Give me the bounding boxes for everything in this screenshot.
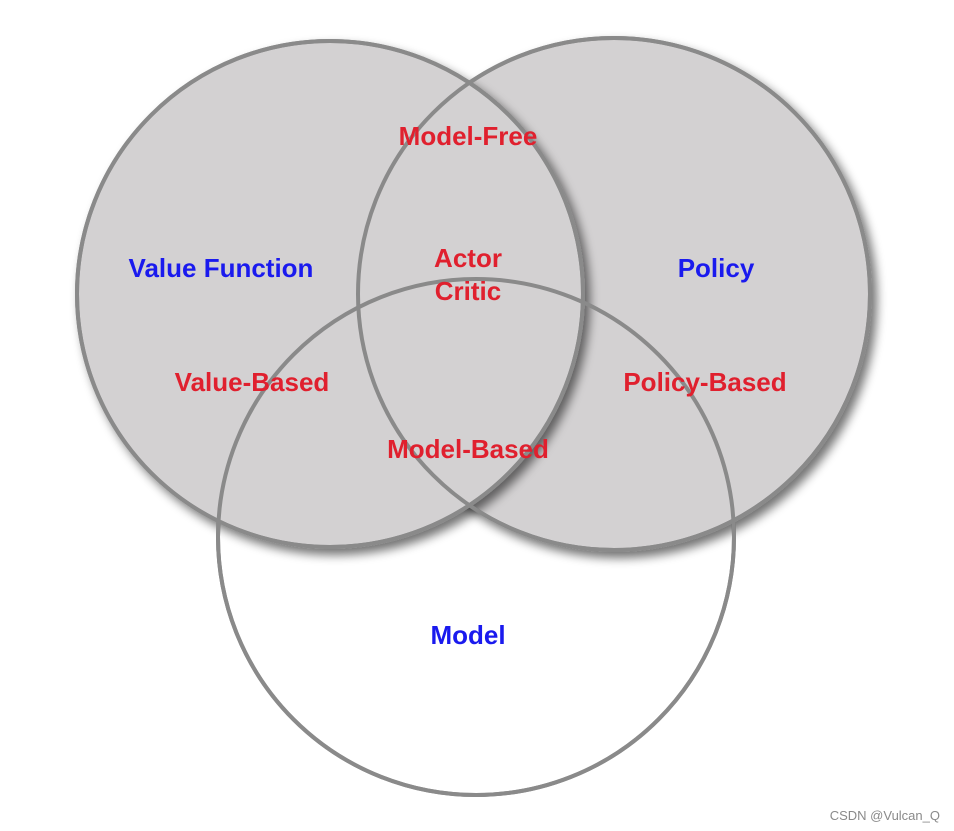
value-function-circle (75, 39, 585, 549)
label-policy: Policy (678, 253, 755, 283)
label-model: Model (430, 620, 505, 650)
watermark: CSDN @Vulcan_Q (829, 808, 940, 823)
label-model-free: Model-Free (399, 121, 538, 151)
label-value-function: Value Function (129, 253, 314, 283)
model-circle-outline (216, 277, 736, 797)
label-model-based: Model-Based (387, 434, 549, 464)
label-value-based: Value-Based (175, 367, 330, 397)
label-policy-based: Policy-Based (623, 367, 786, 397)
label-actor: Actor (434, 243, 502, 273)
value-function-circle-outline (75, 39, 585, 549)
policy-circle-outline (356, 36, 872, 552)
label-critic: Critic (435, 276, 501, 306)
